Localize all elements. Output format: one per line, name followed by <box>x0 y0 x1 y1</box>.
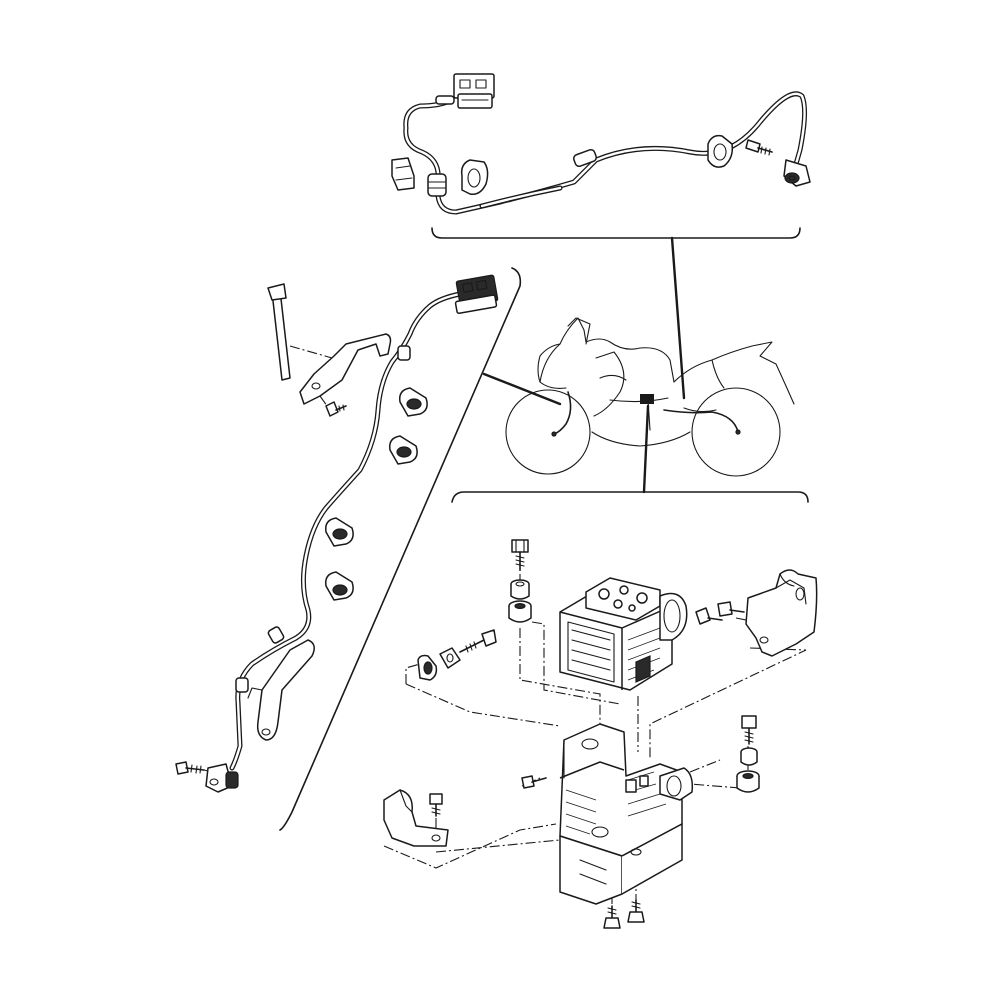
wheel-speed-sensor-icon <box>205 763 239 793</box>
guide-bracket-icon <box>247 639 315 741</box>
abs-unit-marker-icon <box>640 394 654 404</box>
harness-clamp-icon <box>391 157 415 191</box>
bolt-icon <box>627 899 645 923</box>
collar-icon <box>439 647 461 669</box>
wheel-speed-sensor-icon <box>783 159 811 187</box>
bolt-icon <box>175 761 205 775</box>
cable-tie-icon <box>267 283 291 381</box>
cable-sleeve-icon <box>572 148 598 168</box>
connector-icon <box>435 73 495 109</box>
side-bracket-left-icon <box>383 789 449 847</box>
rear-sensor-harness <box>391 73 811 215</box>
bolt-icon <box>603 905 621 929</box>
harness-clamp-icon <box>324 571 354 601</box>
rubber-damper-icon <box>417 654 438 681</box>
rubber-damper-icon <box>736 770 760 793</box>
bolt-icon <box>695 607 723 625</box>
cable-sleeve-icon <box>235 677 249 693</box>
connector-icon <box>454 274 499 314</box>
bolt-icon <box>429 793 443 817</box>
harness-clamp-icon <box>707 134 734 168</box>
harness-clamp-icon <box>388 435 418 465</box>
cable-sleeve-icon <box>397 345 411 361</box>
bolt-icon <box>745 139 773 156</box>
panel-borders <box>279 227 809 831</box>
bolt-icon <box>459 629 497 653</box>
motorcycle-locator <box>505 317 795 477</box>
bolt-icon <box>741 715 757 745</box>
bolt-icon <box>511 539 529 571</box>
grommet-icon <box>427 173 447 197</box>
collar-icon <box>510 579 530 600</box>
rubber-damper-icon <box>508 600 532 623</box>
bolt-icon <box>325 401 347 417</box>
abs-hydraulic-unit <box>383 539 818 929</box>
front-sensor-harness <box>175 274 499 793</box>
bolt-icon <box>717 601 745 617</box>
collar-icon <box>740 747 758 766</box>
harness-clamp-icon <box>460 159 489 196</box>
stay-bracket-icon <box>299 333 392 405</box>
motorcycle-outline-icon <box>505 317 795 477</box>
abs-modulator-icon <box>559 577 688 691</box>
mounting-bracket-icon <box>559 723 694 905</box>
bolt-icon <box>521 775 547 789</box>
harness-clamp-icon <box>324 517 354 547</box>
assembly-guide-lines <box>383 556 807 906</box>
harness-clamp-icon <box>398 387 428 417</box>
side-bracket-right-icon <box>745 569 818 657</box>
cable-sleeve-icon <box>267 626 285 644</box>
